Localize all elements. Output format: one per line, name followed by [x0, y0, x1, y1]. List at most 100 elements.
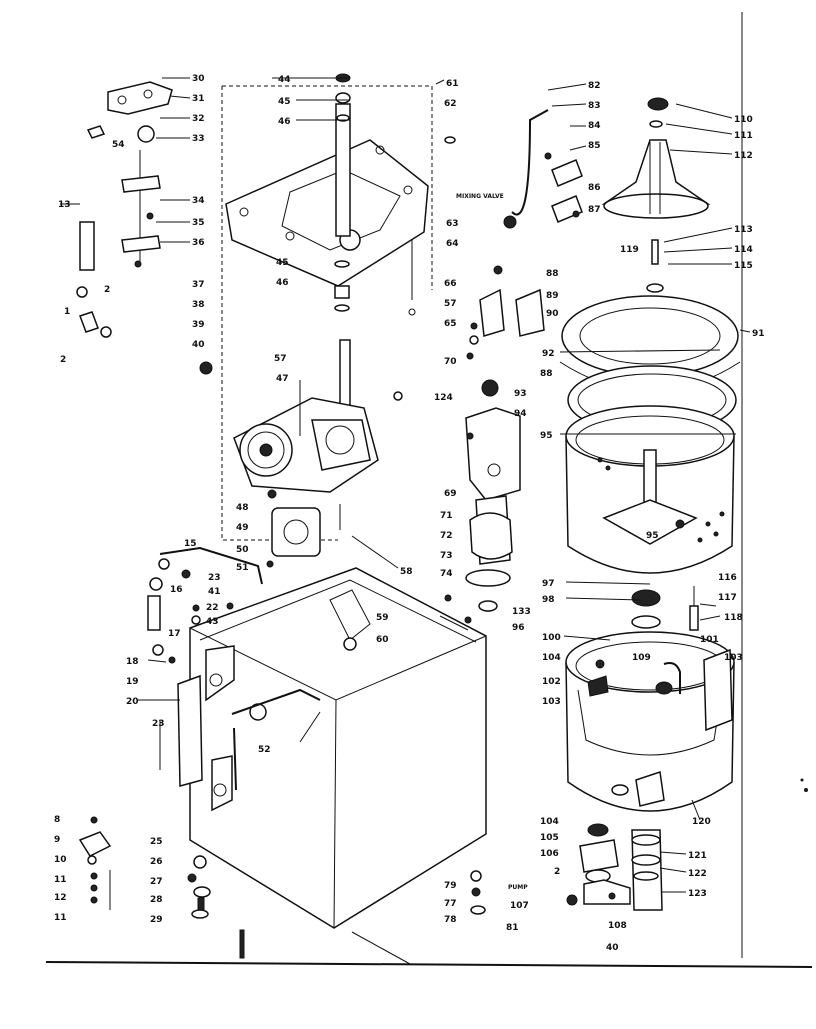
label-52: 52 — [258, 745, 271, 755]
label-59: 59 — [376, 613, 389, 623]
label-49: 49 — [236, 523, 249, 533]
label-103-left: 103 — [542, 697, 561, 707]
label-118: 118 — [724, 613, 743, 623]
label-8: 8 — [54, 815, 60, 825]
part-labels: 30 31 32 33 34 35 36 54 13 2 1 2 37 38 3… — [54, 74, 765, 953]
label-2-bottom: 2 — [554, 867, 560, 877]
label-133: 133 — [512, 607, 531, 617]
label-17: 17 — [168, 629, 181, 639]
agitator — [601, 97, 711, 293]
label-66: 66 — [444, 279, 457, 289]
label-23-bottom: 23 — [152, 719, 165, 729]
label-84: 84 — [588, 121, 601, 131]
label-109: 109 — [632, 653, 651, 663]
label-90: 90 — [546, 309, 559, 319]
center-motor-clutch — [444, 335, 521, 624]
label-45-bottom: 45 — [276, 258, 289, 268]
label-35: 35 — [192, 218, 205, 228]
label-36: 36 — [192, 238, 205, 248]
label-121: 121 — [688, 851, 707, 861]
label-85: 85 — [588, 141, 601, 151]
label-11-top: 11 — [54, 875, 67, 885]
label-98: 98 — [542, 595, 555, 605]
label-40-bottom: 40 — [606, 943, 619, 953]
leveling-legs — [187, 855, 486, 919]
label-87: 87 — [588, 205, 601, 215]
label-64: 64 — [446, 239, 459, 249]
label-32: 32 — [192, 114, 205, 124]
label-107: 107 — [510, 901, 529, 911]
label-82: 82 — [588, 81, 601, 91]
label-65: 65 — [444, 319, 457, 329]
label-28: 28 — [150, 895, 163, 905]
mixing-valve-area — [470, 109, 583, 337]
label-2-top: 2 — [104, 285, 110, 295]
label-34: 34 — [192, 196, 205, 206]
label-46-top: 46 — [278, 117, 291, 127]
leader-lines — [60, 77, 751, 893]
label-1: 1 — [64, 307, 70, 317]
label-122: 122 — [688, 869, 707, 879]
label-33: 33 — [192, 134, 205, 144]
label-50: 50 — [236, 545, 249, 555]
label-30: 30 — [192, 74, 205, 84]
label-117: 117 — [718, 593, 737, 603]
mixing-valve-label: MIXING VALVE — [456, 193, 504, 200]
label-19: 19 — [126, 677, 139, 687]
label-16: 16 — [170, 585, 183, 595]
label-57-right: 57 — [444, 299, 457, 309]
label-71: 71 — [440, 511, 453, 521]
label-61: 61 — [446, 79, 459, 89]
label-72: 72 — [440, 531, 453, 541]
pump-label: PUMP — [508, 884, 528, 891]
label-95-bottom: 95 — [646, 531, 659, 541]
label-124: 124 — [434, 393, 453, 403]
label-88-bottom: 88 — [540, 369, 553, 379]
label-37: 37 — [192, 280, 205, 290]
label-60: 60 — [376, 635, 389, 645]
label-20: 20 — [126, 697, 139, 707]
dashed-group-box — [221, 85, 433, 541]
label-114: 114 — [734, 245, 753, 255]
label-120: 120 — [692, 817, 711, 827]
label-48: 48 — [236, 503, 249, 513]
cabinet — [177, 567, 487, 965]
label-41: 41 — [208, 587, 221, 597]
label-25: 25 — [150, 837, 163, 847]
label-104-bottom: 104 — [540, 817, 559, 827]
label-89: 89 — [546, 291, 559, 301]
label-46-bottom: 46 — [276, 278, 289, 288]
label-26: 26 — [150, 857, 163, 867]
label-13: 13 — [58, 200, 71, 210]
label-18: 18 — [126, 657, 139, 667]
label-97: 97 — [542, 579, 555, 589]
label-94: 94 — [514, 409, 527, 419]
label-91: 91 — [752, 329, 765, 339]
label-93: 93 — [514, 389, 527, 399]
label-113: 113 — [734, 225, 753, 235]
scan-specks — [800, 778, 808, 792]
bottom-left-hardware — [78, 816, 112, 910]
label-11-bottom: 11 — [54, 913, 67, 923]
label-31: 31 — [192, 94, 205, 104]
label-54: 54 — [112, 140, 125, 150]
label-86: 86 — [588, 183, 601, 193]
label-15: 15 — [184, 539, 197, 549]
label-88-top: 88 — [546, 269, 559, 279]
label-92: 92 — [542, 349, 555, 359]
transmission-gearcase — [233, 339, 403, 568]
label-77: 77 — [444, 899, 457, 909]
label-103-right: 103 — [724, 653, 743, 663]
label-2-mid: 2 — [60, 355, 66, 365]
label-102: 102 — [542, 677, 561, 687]
label-78: 78 — [444, 915, 457, 925]
label-10: 10 — [54, 855, 67, 865]
label-40-top: 40 — [192, 340, 205, 350]
label-79: 79 — [444, 881, 457, 891]
label-105: 105 — [540, 833, 559, 843]
drain-hose-fittings — [76, 286, 213, 375]
label-39: 39 — [192, 320, 205, 330]
label-73: 73 — [440, 551, 453, 561]
